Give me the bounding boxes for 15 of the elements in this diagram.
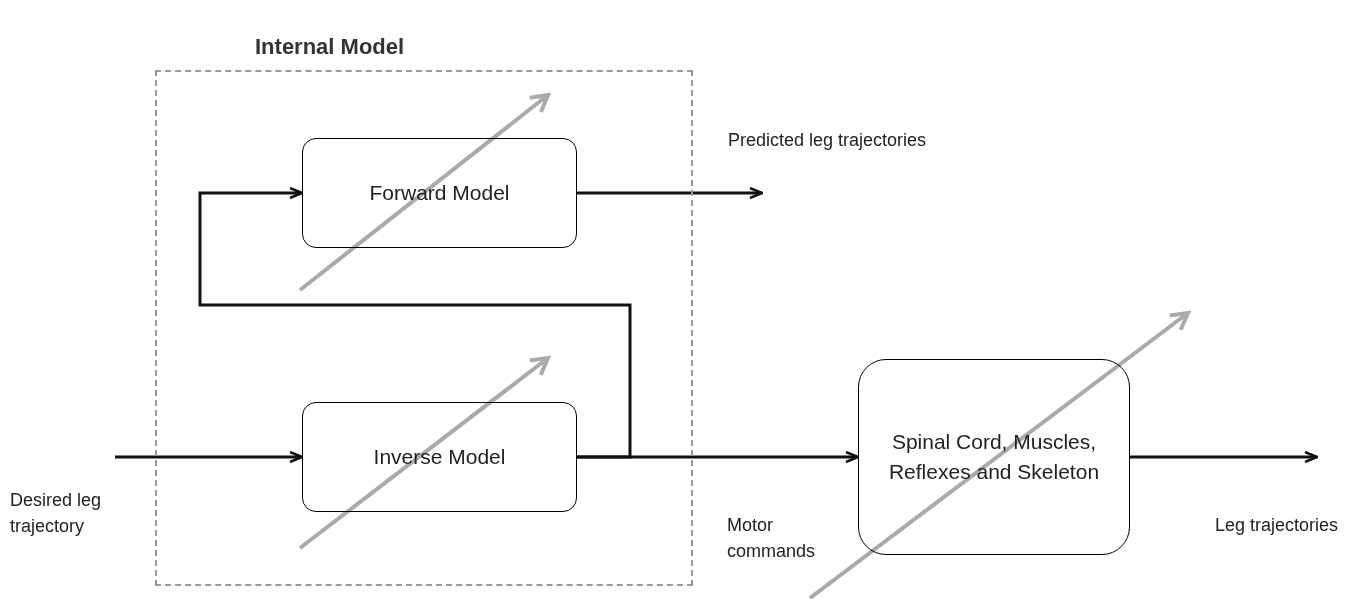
- signal-label: Desired leg trajectory: [10, 489, 103, 538]
- signal-label: Predicted leg trajectories: [728, 129, 928, 152]
- box-label: Inverse Model: [373, 444, 506, 470]
- process-box: [858, 359, 1130, 555]
- box-label: Forward Model: [369, 180, 510, 206]
- process-box: [302, 138, 577, 248]
- signal-label: Leg trajectories: [1215, 514, 1340, 537]
- box-label: Spinal Cord, Muscles, Reflexes and Skeleton: [887, 429, 1101, 485]
- arrow: [198, 186, 632, 459]
- arrow: [577, 186, 764, 200]
- arrow: [1130, 450, 1319, 464]
- signal-label: Motor commands: [727, 514, 817, 563]
- group-title: Internal Model: [255, 33, 405, 61]
- arrow: [115, 450, 304, 464]
- process-box: [302, 402, 577, 512]
